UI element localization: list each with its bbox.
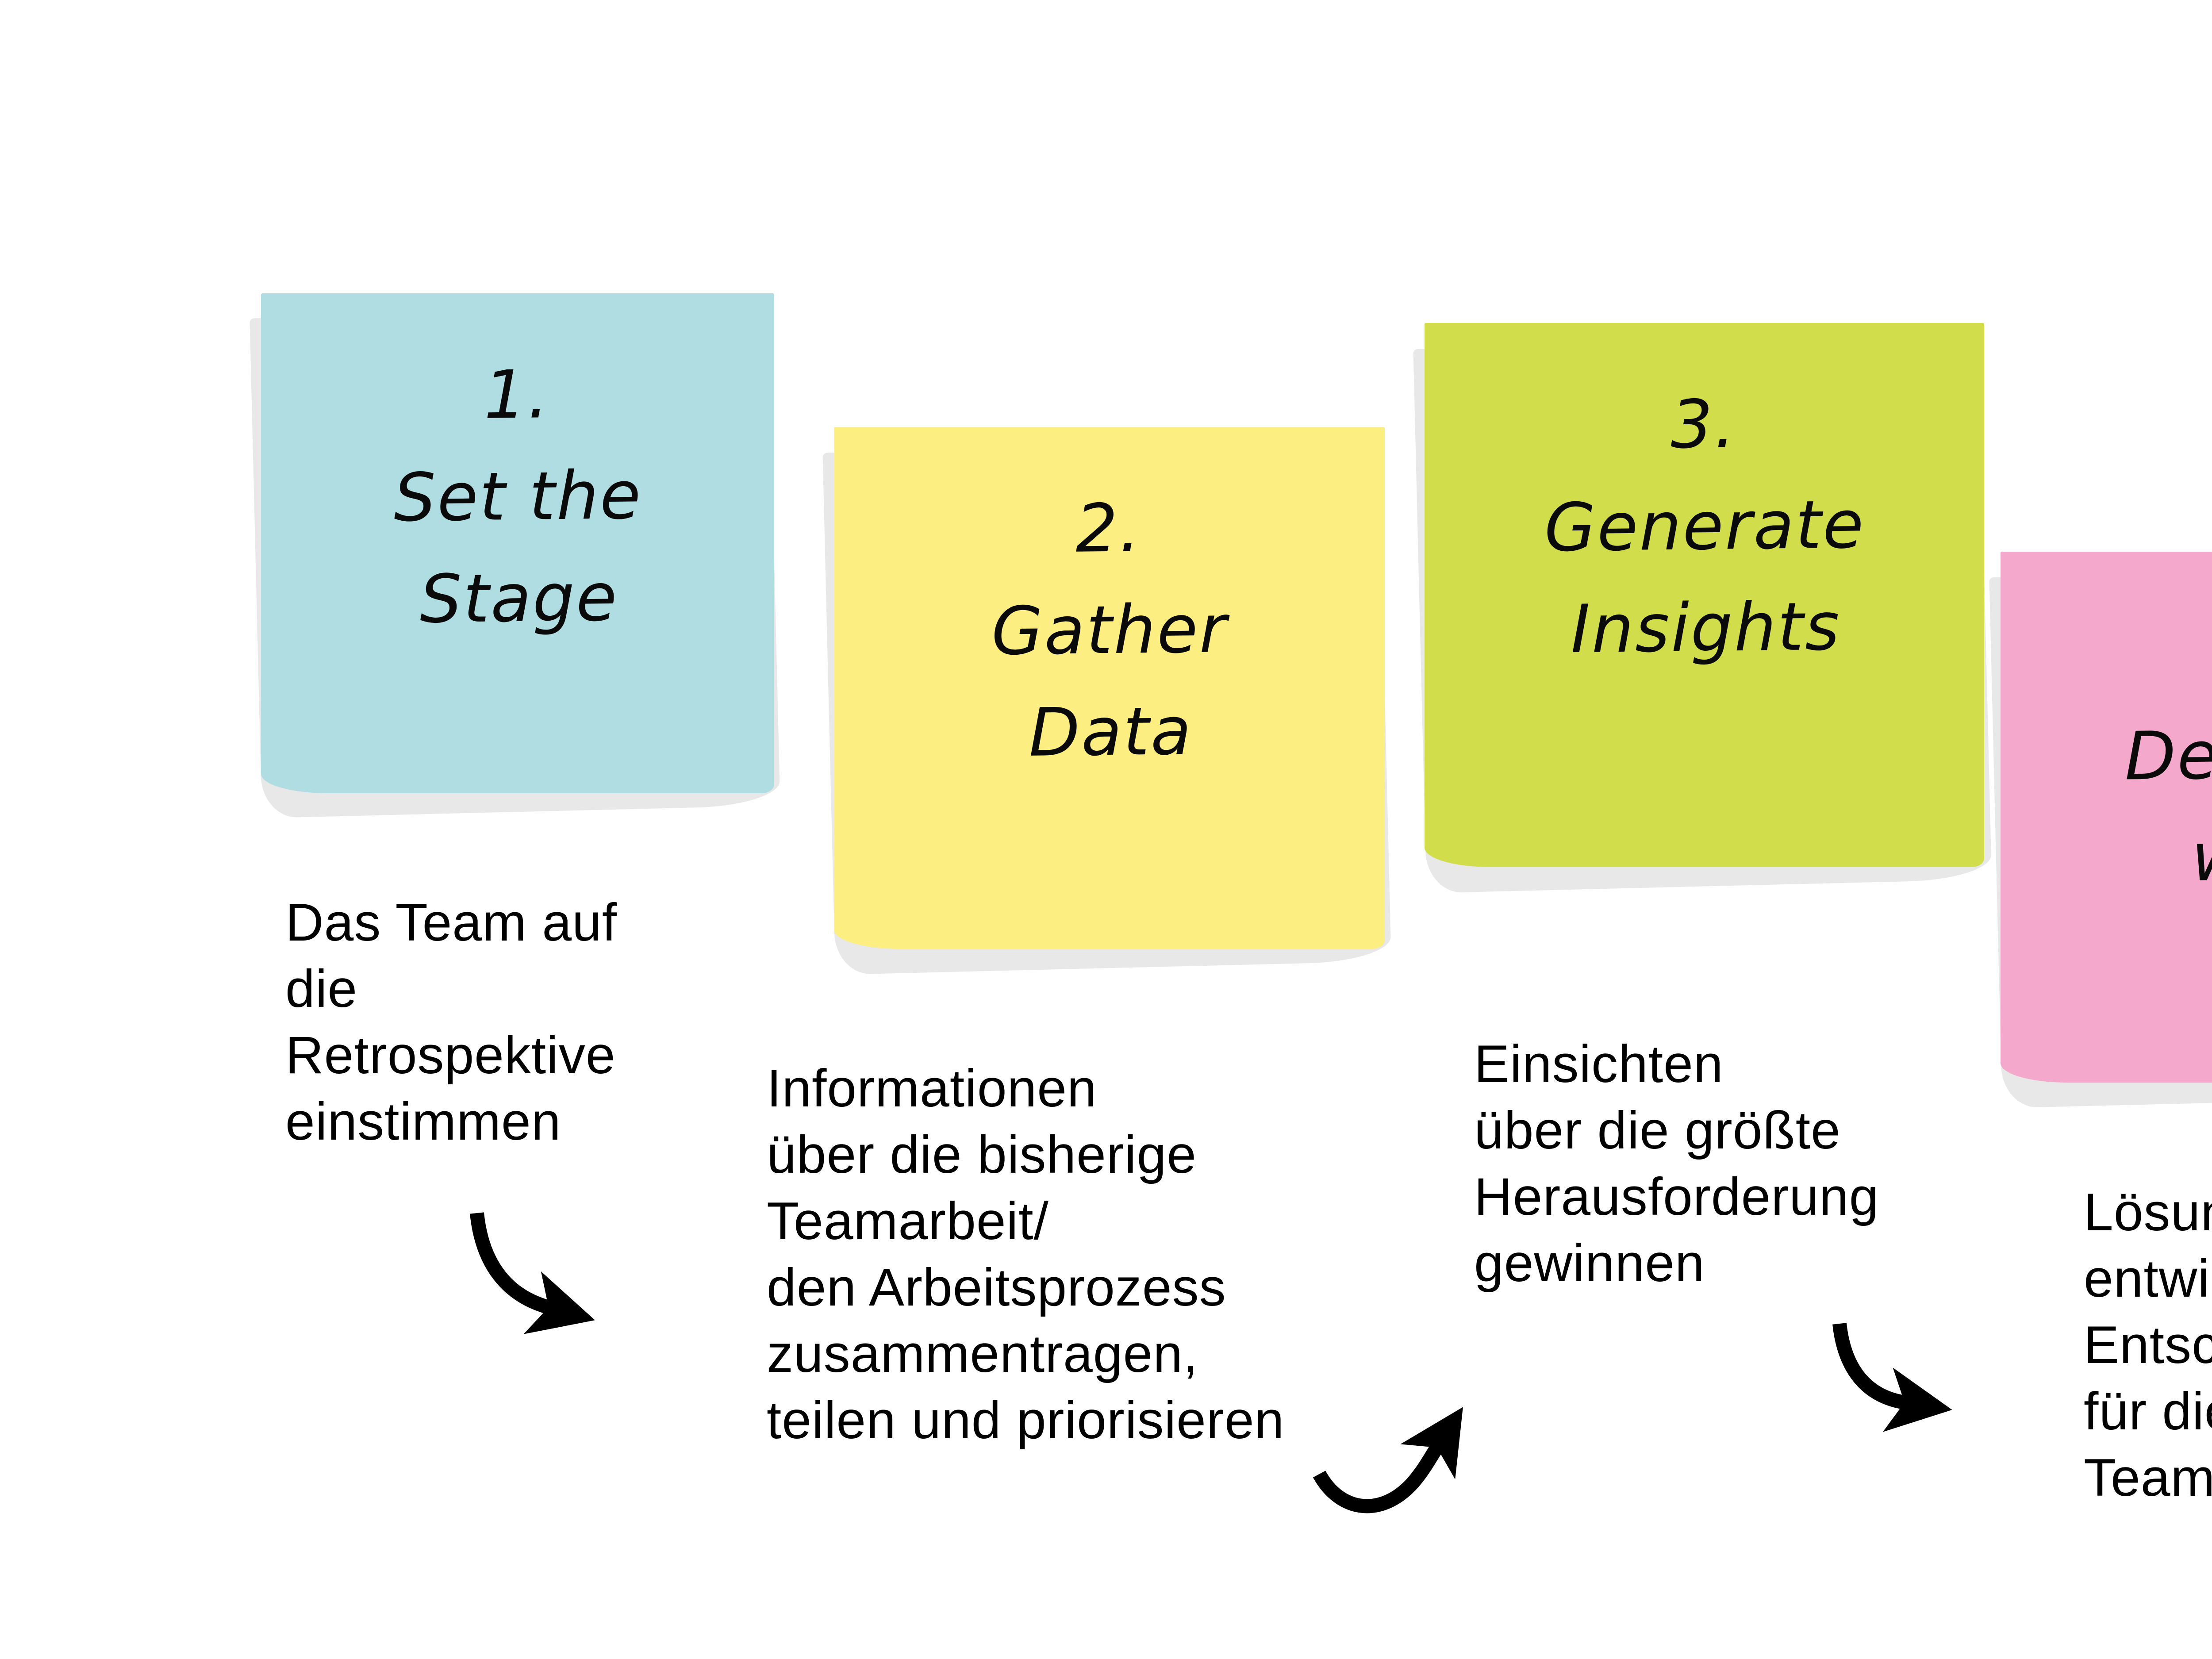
phase-number: 4. — [1999, 600, 2212, 707]
phase-title-line: Gather — [991, 591, 1228, 670]
curved-arrow-phase-1-to-2 — [470, 1212, 595, 1334]
description-line: Teamarbeit treffen — [2084, 1448, 2212, 1507]
description-line: Herausforderung — [1474, 1167, 1879, 1226]
description-line: über die größte — [1474, 1101, 1841, 1160]
phase-2-description: Informationen über die bisherige Teamarb… — [767, 1055, 1284, 1453]
sticky-note-phase-3: 3. Generate Insights — [1413, 323, 1992, 893]
description-line: gewinnen — [1474, 1233, 1705, 1293]
phase-title-line: what — [2191, 817, 2212, 896]
note-sheet: 2. Gather Data — [834, 427, 1385, 949]
phase-number: 2. — [1075, 490, 1142, 568]
description-line: einstimmen — [285, 1092, 561, 1151]
phase-4-description: Lösungsideen entwickeln und Entscheidung… — [2084, 1179, 2212, 1511]
note-sheet: 1. Set the Stage — [261, 293, 774, 793]
description-line: Einsichten — [1474, 1034, 1724, 1094]
description-line: den Arbeitsprozess — [767, 1258, 1226, 1317]
phase-number: 3. — [1670, 386, 1737, 464]
sticky-note-phase-4: 4. Decide what to do — [1989, 552, 2212, 1108]
description-line: teilen und priorisieren — [767, 1390, 1285, 1450]
description-line: über die bisherige — [767, 1125, 1197, 1184]
phase-1-description: Das Team auf die Retrospektive einstimme… — [285, 889, 617, 1155]
note-sheet: 3. Generate Insights — [1425, 323, 1984, 867]
note-sheet: 4. Decide what to do — [2001, 552, 2212, 1083]
phase-title-line: Decide — [2124, 715, 2212, 795]
phase-title-line: Stage — [419, 559, 619, 638]
phase-title-line: Insights — [1570, 588, 1841, 668]
phase-title-line: Data — [1028, 693, 1193, 772]
sticky-note-phase-2: 2. Gather Data — [822, 427, 1392, 975]
curved-arrow-phase-3-to-4 — [1832, 1323, 1952, 1432]
phase-title-line: Set the — [393, 457, 643, 537]
description-line: Retrospektive — [285, 1025, 616, 1085]
description-line: für die weitere — [2084, 1382, 2212, 1441]
description-line: zusammentragen, — [767, 1324, 1198, 1383]
note-title: 1. Set the Stage — [259, 291, 776, 652]
description-line: Informationen — [767, 1059, 1097, 1118]
curved-arrow-phase-2-to-3 — [1313, 1407, 1463, 1513]
phase-title-line: to do — [2064, 904, 2212, 1012]
sticky-note-phase-1: 1. Set the Stage — [250, 293, 780, 818]
phase-title-line: Generate — [1544, 486, 1866, 567]
description-line: Entscheidungen — [2084, 1315, 2212, 1375]
description-line: Teamarbeit/ — [767, 1191, 1049, 1251]
description-line: Das Team auf — [285, 893, 618, 952]
description-line: entwickeln und — [2084, 1249, 2212, 1308]
phase-number: 1. — [483, 356, 550, 434]
note-title: 4. Decide what to do — [1998, 549, 2212, 1013]
description-line: Lösungsideen — [2084, 1183, 2212, 1242]
description-line: die — [285, 959, 358, 1018]
phase-3-description: Einsichten über die größte Herausforderu… — [1474, 1031, 1879, 1296]
note-title: 2. Gather Data — [832, 424, 1386, 786]
note-title: 3. Generate Insights — [1423, 320, 1986, 682]
